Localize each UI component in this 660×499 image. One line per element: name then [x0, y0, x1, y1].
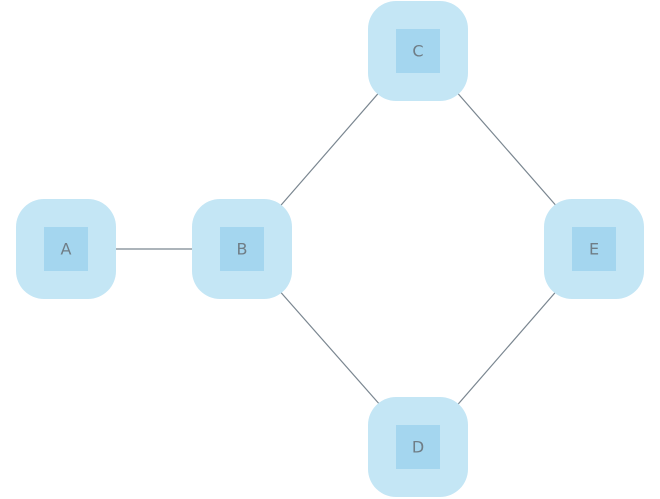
edges	[96, 72, 574, 426]
node-d[interactable]: D	[368, 397, 468, 497]
node-c-label: C	[412, 42, 423, 61]
node-d-box	[396, 425, 440, 469]
edge-c-e	[439, 72, 574, 226]
node-c-box	[396, 29, 440, 73]
edge-b-d	[261, 270, 397, 424]
edge-d-e	[439, 271, 574, 426]
node-c[interactable]: C	[368, 1, 468, 101]
node-a-box	[44, 227, 88, 271]
node-e-box	[572, 227, 616, 271]
node-e-label: E	[589, 240, 599, 259]
edge-b-c	[261, 72, 397, 228]
node-a-label: A	[61, 240, 72, 259]
node-a[interactable]: A	[16, 199, 116, 299]
node-d-label: D	[412, 438, 424, 457]
node-b-label: B	[237, 240, 248, 259]
node-e[interactable]: E	[544, 199, 644, 299]
node-b-box	[220, 227, 264, 271]
node-b[interactable]: B	[192, 199, 292, 299]
